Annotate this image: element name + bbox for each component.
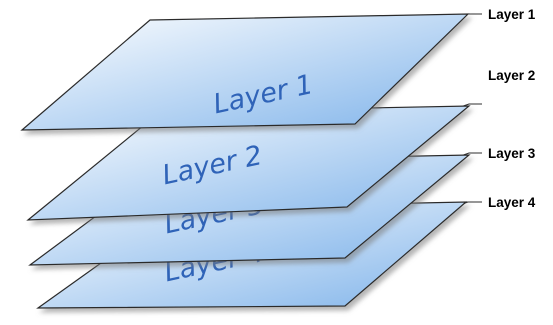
- layer-1-plane: [20, 13, 470, 131]
- layer-1-side-label: Layer 1: [488, 7, 536, 22]
- layer-4-side-label: Layer 4: [488, 195, 536, 210]
- layer-2-side-label: Layer 2: [488, 68, 535, 83]
- layer-1-group: Layer 1 Layer 1: [20, 7, 536, 131]
- layer-3-side-label: Layer 3: [488, 146, 536, 161]
- layer-2-group: Layer 2 Layer 2: [26, 68, 535, 221]
- layer-2-plane: [26, 105, 471, 221]
